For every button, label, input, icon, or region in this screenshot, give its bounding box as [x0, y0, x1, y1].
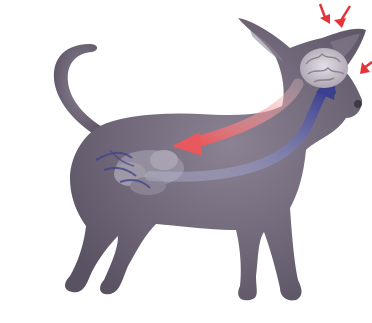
- dog-nose: [354, 100, 362, 108]
- brain-icon: [300, 48, 348, 88]
